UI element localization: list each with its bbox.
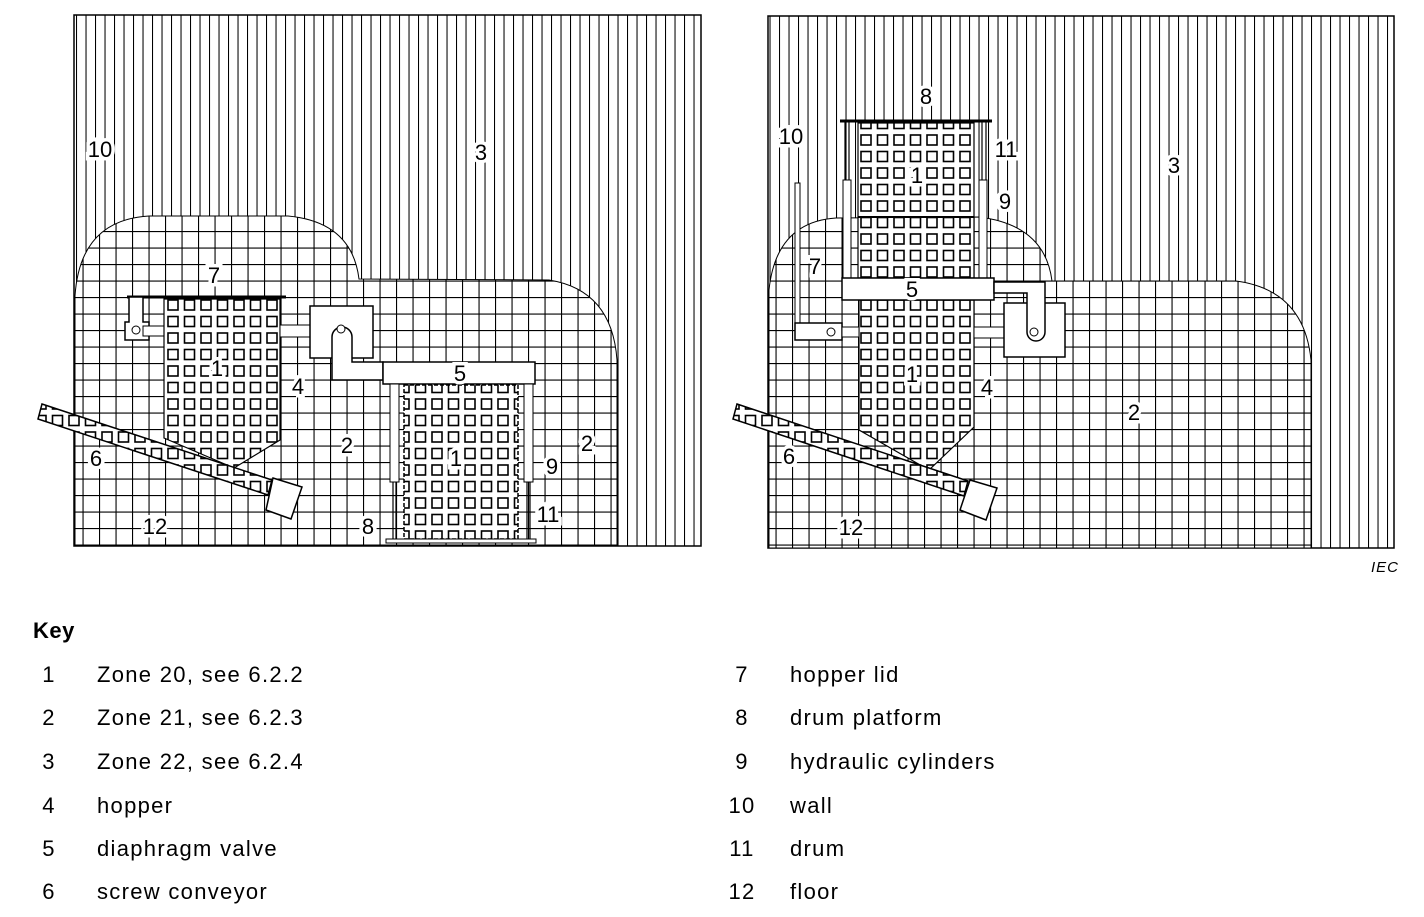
conveyor-motor: [959, 479, 998, 521]
label-platform: 8: [920, 84, 932, 109]
key-number: 5: [42, 836, 56, 861]
label-hopper: 4: [292, 374, 304, 399]
key-number: 11: [729, 836, 755, 861]
label-zone-22: 3: [475, 140, 487, 165]
key-description: Zone 22, see 6.2.4: [97, 749, 304, 774]
label-zone-20: 1: [911, 163, 923, 188]
diagram-drum-discharge: 8 10 11 3 1 9 7 5 1 4 2 6 12: [732, 15, 1395, 549]
drum: [857, 122, 975, 279]
key-description: hopper: [97, 793, 174, 818]
label-valve: 5: [906, 277, 918, 302]
hopper: [163, 298, 281, 469]
hydraulic-cylinder: [523, 383, 534, 483]
drum-platform: [385, 538, 537, 544]
key-number: 9: [735, 749, 749, 774]
label-hopper-lid: 7: [208, 263, 220, 288]
label-drum: 11: [995, 137, 1018, 162]
label-zone-21: 2: [1128, 400, 1140, 425]
key-description: screw conveyor: [97, 879, 269, 904]
key-number: 6: [42, 879, 56, 904]
hydraulic-cylinder: [978, 179, 988, 279]
key-description: diaphragm valve: [97, 836, 278, 861]
label-hopper-lid: 7: [809, 254, 821, 279]
label-zone-20: 1: [211, 356, 223, 381]
key-description: drum platform: [790, 705, 943, 730]
key-number: 4: [42, 793, 56, 818]
key-number: 3: [42, 749, 56, 774]
key-description: Zone 20, see 6.2.2: [97, 662, 304, 687]
key-description: hydraulic cylinders: [790, 749, 996, 774]
hydraulic-cylinder: [389, 383, 400, 483]
key-number: 8: [735, 705, 749, 730]
label-zone-22: 3: [1168, 153, 1180, 178]
hydraulic-cylinder: [842, 179, 852, 279]
label-wall: 10: [88, 137, 112, 162]
key-number: 12: [728, 879, 756, 904]
label-platform: 8: [362, 514, 374, 539]
hinge-pin-icon: [131, 325, 141, 335]
key-description: drum: [790, 836, 846, 861]
key-title: Key: [33, 618, 75, 643]
label-floor: 12: [143, 514, 167, 539]
diagram-hopper-filling: 10 3 7 1 4 5 2 2 1 9 6 11 12 8: [37, 14, 702, 547]
label-wall: 10: [779, 124, 803, 149]
key-description: Zone 21, see 6.2.3: [97, 705, 304, 730]
conveyor-motor: [265, 477, 303, 520]
key-number: 7: [735, 662, 749, 687]
hopper-lid: [794, 182, 801, 334]
key-description: hopper lid: [790, 662, 900, 687]
label-hopper: 4: [981, 375, 993, 400]
figure-credit: IEC: [1371, 559, 1400, 576]
key-description: floor: [790, 879, 840, 904]
key-number: 1: [42, 662, 56, 687]
label-floor: 12: [839, 515, 863, 540]
label-zone-20: 1: [450, 446, 462, 471]
label-conveyor: 6: [783, 444, 795, 469]
label-cylinders: 9: [546, 454, 558, 479]
label-conveyor: 6: [90, 446, 102, 471]
label-valve: 5: [454, 361, 466, 386]
screw-conveyor: [37, 403, 273, 496]
diaphragm-valve: [382, 361, 536, 385]
label-zone-21: 2: [341, 433, 353, 458]
key-description: wall: [790, 793, 834, 818]
label-drum: 11: [537, 502, 560, 527]
label-zone-20: 1: [906, 362, 918, 387]
hinge-pin-icon: [826, 327, 836, 337]
label-cylinders: 9: [999, 189, 1011, 214]
label-zone-21: 2: [581, 431, 593, 456]
key-number: 10: [728, 793, 756, 818]
key-number: 2: [42, 705, 56, 730]
